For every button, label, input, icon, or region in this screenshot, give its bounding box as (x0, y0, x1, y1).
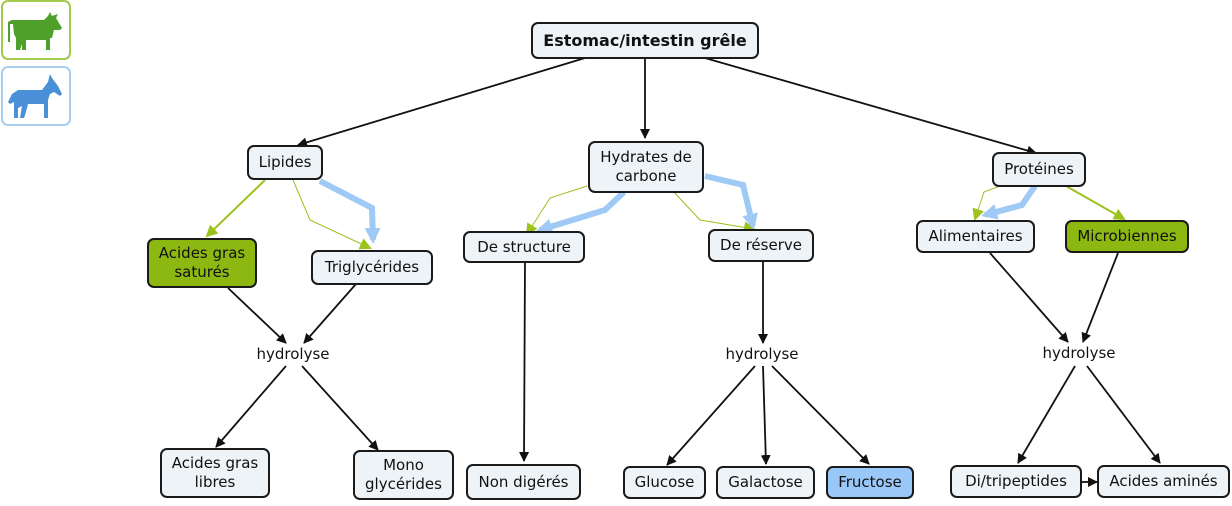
node-de-reserve[interactable]: De réserve (708, 229, 814, 262)
blue-edge-hydrates-structure (536, 189, 627, 235)
edge-micro-hydro (1081, 252, 1119, 343)
node-de-structure[interactable]: De structure (463, 231, 585, 263)
node-acides-amines[interactable]: Acides aminés (1097, 465, 1230, 498)
node-galactose[interactable]: Galactose (716, 466, 815, 499)
node-fructose[interactable]: Fructose (826, 466, 914, 499)
edge-root-lipides (297, 57, 586, 148)
green-edge-lipides-ags (205, 179, 266, 238)
edge-alim-hydro (989, 252, 1069, 343)
edge-structure-nondig (519, 261, 530, 462)
green-edge-lipides-trigly (292, 179, 372, 250)
node-microbiennes[interactable]: Microbiennes (1065, 220, 1189, 253)
node-di-tripeptides[interactable]: Di/tripeptides (950, 465, 1082, 498)
edge-hydro-glucose (666, 365, 756, 466)
legend-horse (1, 66, 71, 126)
green-edge-hydrates-structure (525, 185, 588, 236)
node-mono-glycerides[interactable]: Mono glycérides (353, 450, 454, 500)
edge-ags-hydro (227, 287, 287, 344)
node-non-digeres[interactable]: Non digérés (466, 464, 581, 500)
edge-hydro-aa (1086, 365, 1161, 464)
edge-hydro-dipep (1017, 365, 1076, 464)
node-proteines[interactable]: Protéines (992, 152, 1086, 187)
node-alimentaires[interactable]: Alimentaires (916, 220, 1035, 253)
green-edge-proteines-micro (1065, 185, 1126, 220)
edge-hydro-galactose (760, 365, 771, 465)
blue-edge-proteines-alim (981, 184, 1038, 220)
blue-edge-hydrates-reserve (704, 173, 758, 230)
cow-icon (8, 12, 62, 50)
node-glucose[interactable]: Glucose (623, 466, 706, 499)
node-acides-gras-satures[interactable]: Acides gras saturés (147, 238, 257, 288)
node-triglycerides[interactable]: Triglycérides (311, 250, 433, 285)
edge-hydro-fructose (771, 365, 870, 465)
edge-trigly-hydro (303, 283, 357, 344)
node-acides-gras-libres[interactable]: Acides gras libres (160, 448, 270, 498)
node-estomac-intestin[interactable]: Estomac/intestin grêle (531, 22, 759, 59)
label-hydrolyse-reserve: hydrolyse (725, 345, 799, 363)
node-hydrates-de-carbone[interactable]: Hydrates de carbone (588, 141, 704, 193)
blue-edge-lipides-trigly (318, 178, 381, 244)
label-hydrolyse-proteines: hydrolyse (1042, 344, 1116, 362)
edge-hydro-agl (215, 365, 287, 448)
green-edge-proteines-alim (972, 185, 1001, 221)
label-hydrolyse-lipides: hydrolyse (256, 345, 330, 363)
node-lipides[interactable]: Lipides (247, 145, 323, 180)
green-edge-hydrates-reserve (671, 189, 756, 234)
legend-cow (1, 0, 71, 60)
edge-root-proteines (704, 57, 1037, 156)
edge-hydro-mono (301, 365, 379, 451)
horse-icon (8, 74, 62, 118)
